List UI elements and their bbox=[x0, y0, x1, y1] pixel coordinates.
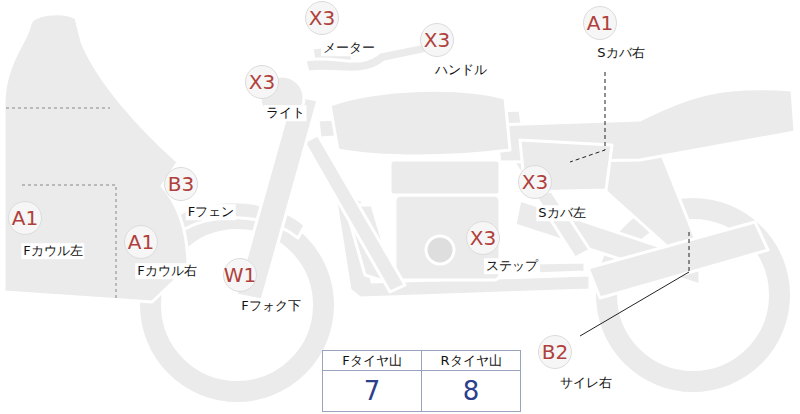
part-name: メーター bbox=[321, 40, 377, 56]
part-name: Sカバ左 bbox=[536, 205, 587, 221]
callout-circle: B3Fフェン bbox=[164, 167, 198, 201]
damage-code: B3 bbox=[168, 174, 194, 194]
table-cell: Rタイヤ山 bbox=[440, 353, 501, 368]
callout-circle: W1Fフォク下 bbox=[223, 258, 257, 292]
table-value: 7 bbox=[323, 371, 422, 412]
damage-code: X3 bbox=[249, 72, 275, 92]
part-name: Sカバ右 bbox=[595, 45, 646, 61]
damage-code: A1 bbox=[128, 232, 154, 252]
part-name: Fカウル右 bbox=[135, 263, 198, 279]
part-name: サイレ右 bbox=[558, 375, 614, 391]
damage-code: X3 bbox=[522, 172, 548, 192]
damage-code: B2 bbox=[542, 342, 568, 362]
tire-table: Fタイヤ山 Rタイヤ山 7 8 bbox=[322, 350, 521, 412]
damage-code: X3 bbox=[309, 8, 335, 28]
callout-circle: X3ライト bbox=[245, 65, 279, 99]
table-cell: 8 bbox=[463, 376, 480, 406]
damage-code: A1 bbox=[587, 13, 613, 33]
damage-code: X3 bbox=[424, 30, 450, 50]
part-name: ハンドル bbox=[433, 62, 489, 78]
damage-code: X3 bbox=[470, 228, 496, 248]
table-cell: 7 bbox=[364, 376, 381, 406]
damage-code: A1 bbox=[12, 208, 38, 228]
part-name: ライト bbox=[264, 105, 307, 121]
part-name: ステップ bbox=[484, 258, 540, 274]
part-name: Fフェン bbox=[186, 204, 236, 220]
callout-circle: X3メーター bbox=[305, 1, 339, 35]
callout-circle: B2サイレ右 bbox=[538, 335, 572, 369]
table-header: Rタイヤ山 bbox=[422, 351, 521, 371]
callout-circle: X3ハンドル bbox=[420, 23, 454, 57]
callout-circle: A1Fカウル右 bbox=[124, 225, 158, 259]
damage-code: W1 bbox=[224, 265, 257, 285]
table-header: Fタイヤ山 bbox=[323, 351, 422, 371]
callout-circle: X3Sカバ左 bbox=[518, 165, 552, 199]
part-name: Fフォク下 bbox=[239, 298, 302, 314]
table-cell: Fタイヤ山 bbox=[342, 353, 401, 368]
table-value: 8 bbox=[422, 371, 521, 412]
callout-circle: A1Fカウル左 bbox=[8, 201, 42, 235]
callout-circle: X3ステップ bbox=[466, 221, 500, 255]
callout-circle: A1Sカバ右 bbox=[583, 6, 617, 40]
part-name: Fカウル左 bbox=[21, 243, 84, 259]
